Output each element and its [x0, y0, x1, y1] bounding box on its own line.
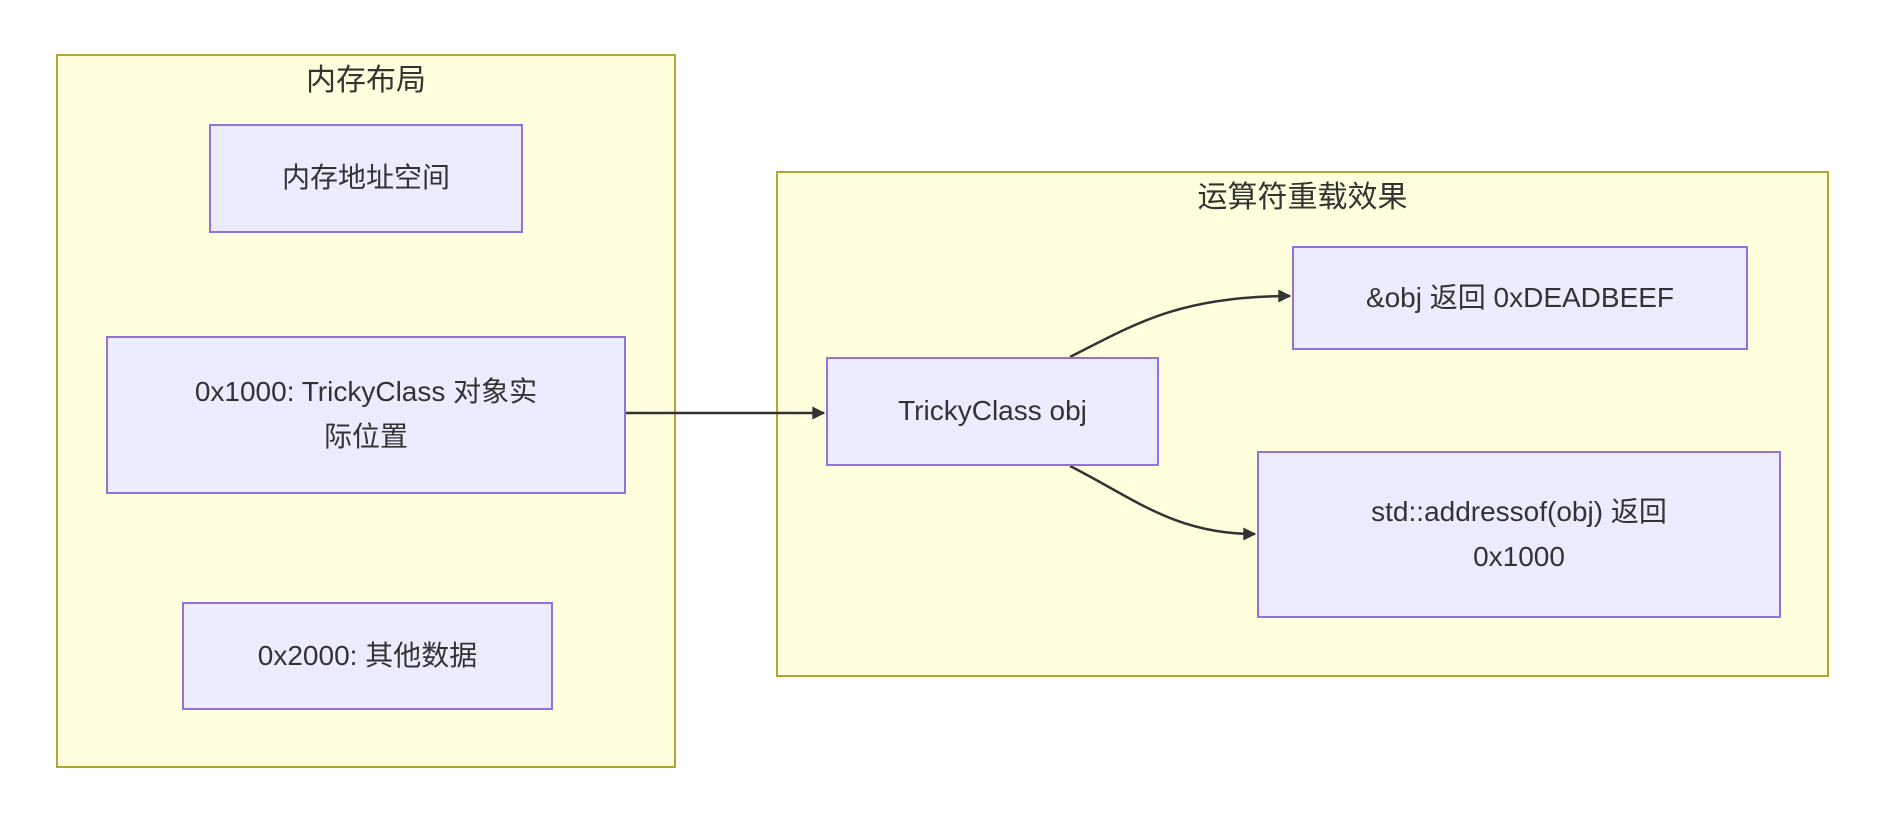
node-tricky-object-location-line1: 0x1000: TrickyClass 对象实 [194, 376, 538, 408]
node-other-data-label: 0x2000: 其他数据 [257, 639, 478, 671]
node-std-addressof-returns-0x1000-line2: 0x1000 [1473, 540, 1565, 572]
node-tricky-object-location-line2: 际位置 [323, 421, 408, 452]
node-std-addressof-returns-0x1000: std::addressof(obj) 返回 0x1000 [1257, 451, 1781, 618]
node-ampersand-obj-returns-deadbeef: &obj 返回 0xDEADBEEF [1292, 246, 1748, 350]
cluster-memory-layout-title: 内存布局 [306, 64, 426, 97]
node-other-data: 0x2000: 其他数据 [182, 602, 553, 710]
node-std-addressof-returns-0x1000-line1: std::addressof(obj) 返回 [1371, 495, 1667, 527]
node-tricky-object-location: 0x1000: TrickyClass 对象实 际位置 [106, 336, 626, 494]
node-tricky-class-obj-label: TrickyClass obj [898, 395, 1087, 427]
node-tricky-class-obj: TrickyClass obj [826, 357, 1159, 466]
node-ampersand-obj-returns-deadbeef-label: &obj 返回 0xDEADBEEF [1365, 281, 1675, 313]
cluster-operator-overload-title: 运算符重载效果 [1197, 181, 1408, 214]
node-memory-address-space-label: 内存地址空间 [281, 162, 450, 194]
node-memory-address-space: 内存地址空间 [209, 124, 523, 233]
